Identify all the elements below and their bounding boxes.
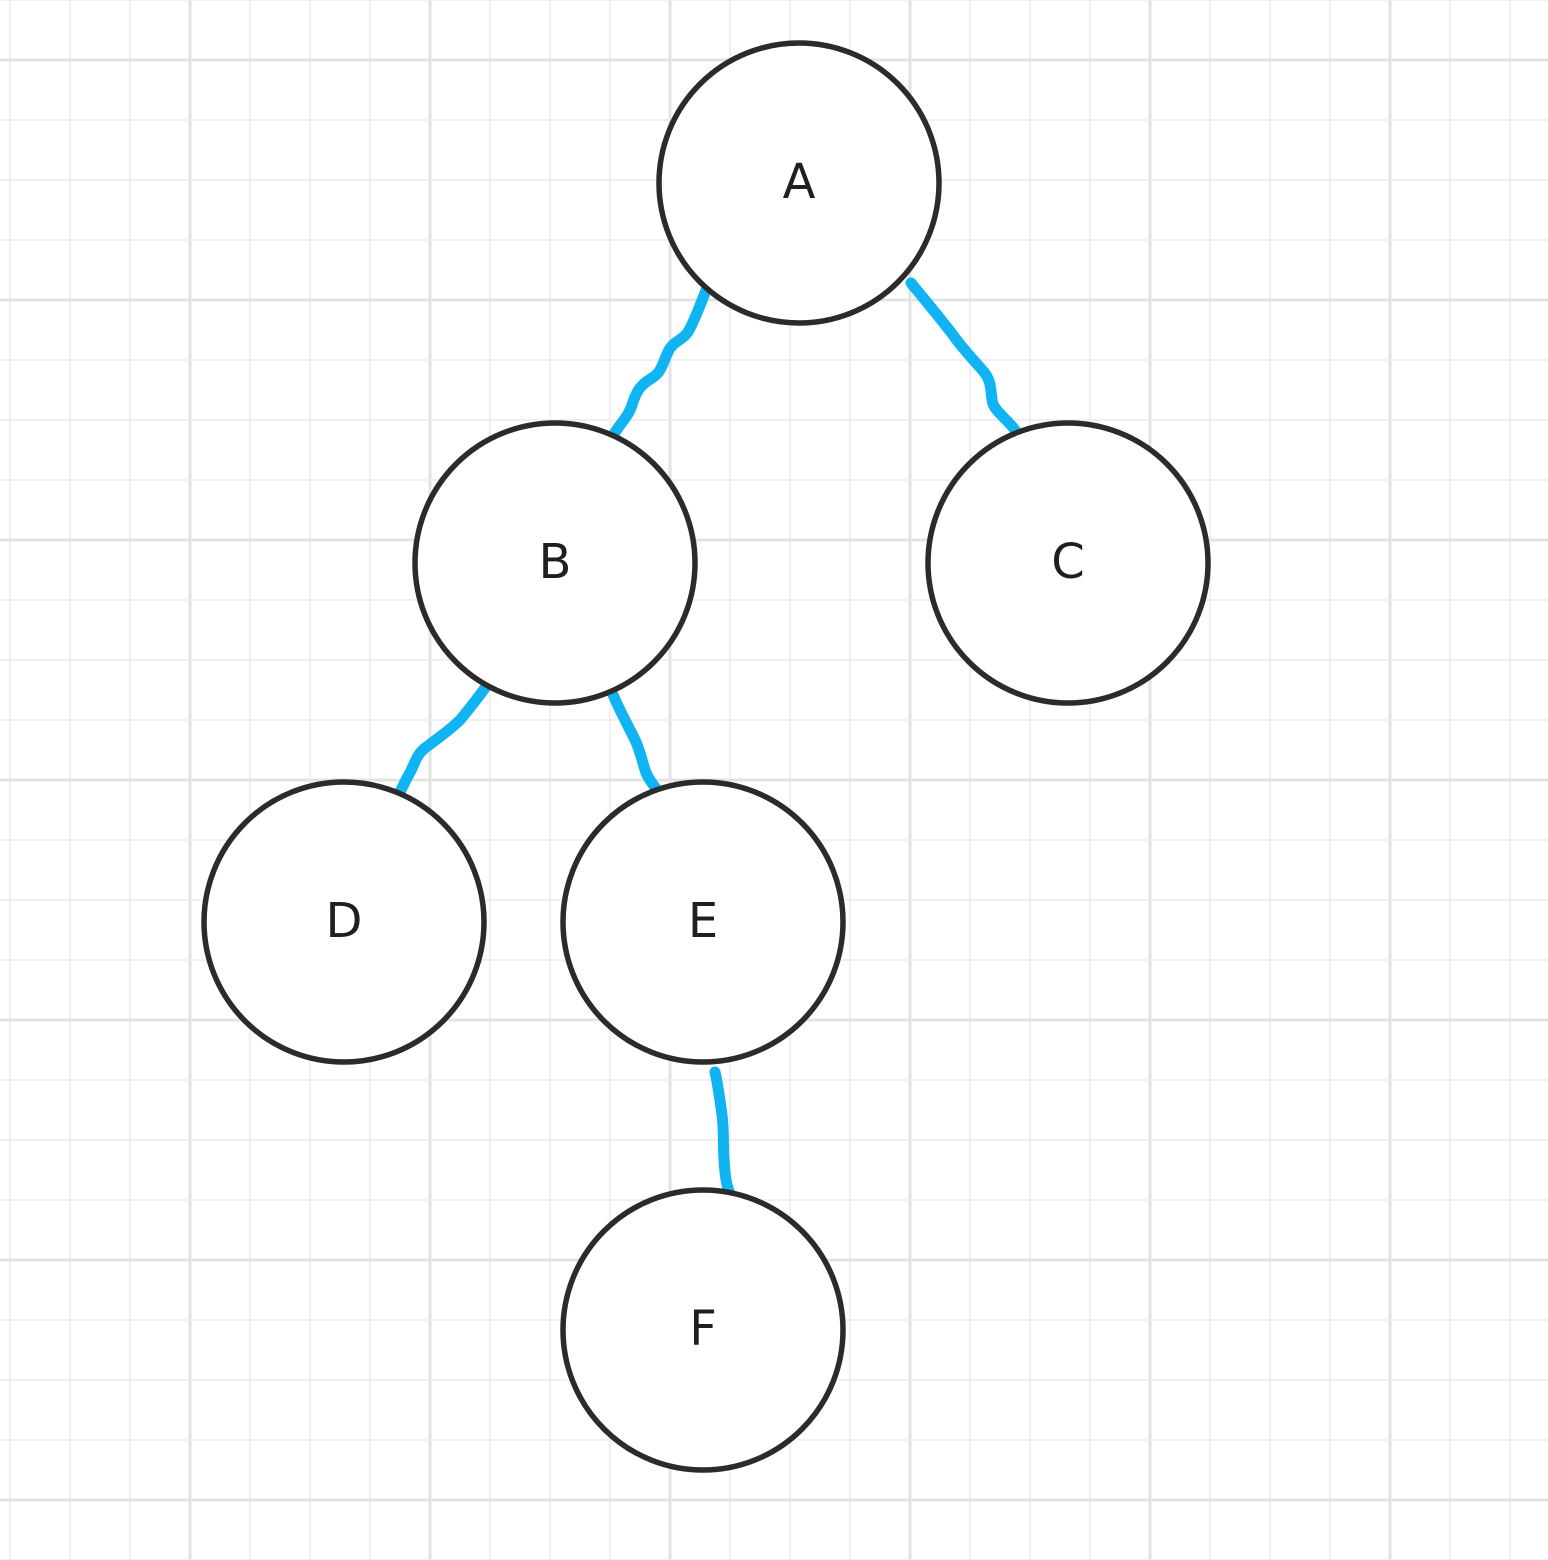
node-c: C <box>925 420 1211 706</box>
node-f: F <box>560 1187 846 1473</box>
edge-a-c <box>905 277 1031 450</box>
node-label: A <box>783 154 816 210</box>
node-circle <box>560 779 846 1065</box>
node-circle <box>925 420 1211 706</box>
node-e: E <box>560 779 846 1065</box>
node-label: E <box>688 893 718 949</box>
node-circle <box>201 779 487 1065</box>
node-circle <box>560 1187 846 1473</box>
node-circle <box>412 420 698 706</box>
node-circle <box>656 40 942 326</box>
edge-b-d <box>394 678 494 798</box>
node-b: B <box>412 420 698 706</box>
edges-layer <box>394 277 1031 1234</box>
node-label: B <box>539 534 572 590</box>
edge-e-f <box>709 1066 742 1234</box>
node-a: A <box>656 40 942 326</box>
node-label: D <box>326 893 363 949</box>
node-label: F <box>689 1301 717 1357</box>
nodes-layer: A B C D E F <box>201 40 1211 1473</box>
node-d: D <box>201 779 487 1065</box>
node-label: C <box>1051 534 1085 590</box>
